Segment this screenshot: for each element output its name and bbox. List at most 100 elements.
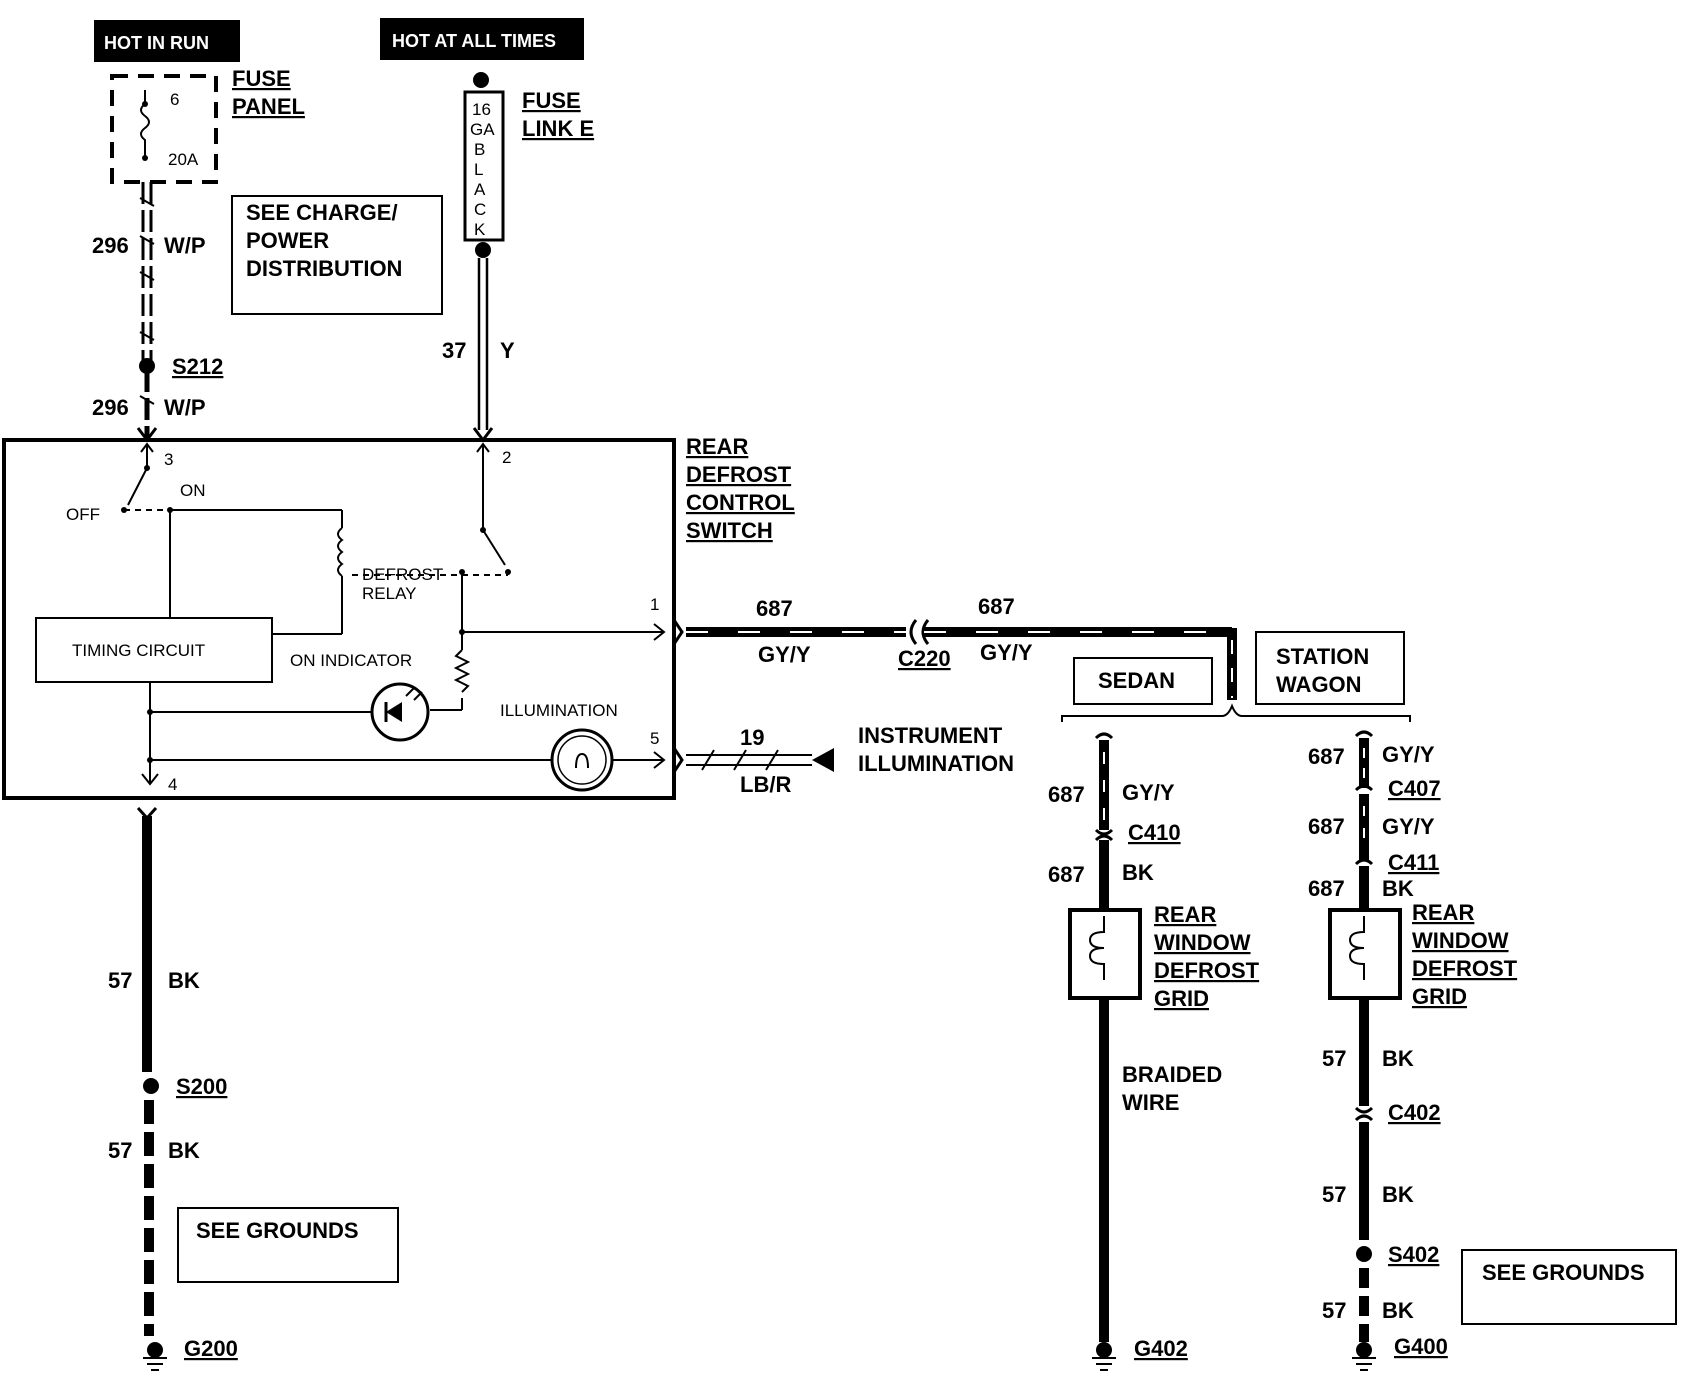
sedan-grid-3: DEFROST (1154, 958, 1260, 983)
sedan-wire-1-color: GY/Y (1122, 780, 1175, 805)
svg-text:20A: 20A (168, 150, 199, 169)
wagon-connector-c407: C407 (1388, 776, 1441, 801)
fuse-panel: 6 20A (110, 74, 218, 184)
wire-57-lower-color: BK (168, 1138, 200, 1163)
svg-text:16: 16 (472, 100, 491, 119)
svg-text:GA: GA (470, 120, 495, 139)
sedan-wire-2-number: 687 (1048, 862, 1085, 887)
splice-s212-dot (139, 358, 155, 374)
wire-57-upper-color: BK (168, 968, 200, 993)
wagon-wire-4-number: 57 (1322, 1046, 1346, 1071)
wagon-ground-g400: G400 (1394, 1334, 1448, 1359)
sedan-wire (1068, 732, 1142, 1371)
svg-text:C: C (474, 200, 486, 219)
see-grounds-right-box: SEE GROUNDS (1461, 1249, 1677, 1325)
instrument-illumination-1: INSTRUMENT (858, 723, 1003, 748)
instrument-illumination-2: ILLUMINATION (858, 751, 1014, 776)
wire-687-horizontal (672, 619, 1237, 700)
sedan-grid-4: GRID (1154, 986, 1209, 1011)
svg-text:DISTRIBUTION: DISTRIBUTION (246, 256, 402, 281)
wire-296 (139, 182, 155, 440)
svg-text:DEFROST: DEFROST (362, 565, 443, 584)
wire-37-color: Y (500, 338, 515, 363)
sedan-ground-g402: G402 (1134, 1336, 1188, 1361)
svg-text:5: 5 (650, 729, 659, 748)
wagon-wire-1-number: 687 (1308, 744, 1345, 769)
svg-text:SEE GROUNDS: SEE GROUNDS (196, 1218, 359, 1243)
sedan-grid-2: WINDOW (1154, 930, 1251, 955)
svg-text:A: A (474, 180, 486, 199)
wagon-wire-3-number: 687 (1308, 876, 1345, 901)
svg-text:OFF: OFF (66, 505, 100, 524)
wagon-wire-3-color: BK (1382, 876, 1414, 901)
svg-text:ILLUMINATION: ILLUMINATION (500, 701, 618, 720)
svg-text:RELAY: RELAY (362, 584, 417, 603)
fuse-panel-label-1: FUSE (232, 66, 291, 91)
svg-text:TIMING CIRCUIT: TIMING CIRCUIT (72, 641, 205, 660)
wire-687-right-number: 687 (978, 594, 1015, 619)
wire-19-number: 19 (740, 725, 764, 750)
svg-text:L: L (474, 160, 483, 179)
svg-text:ON INDICATOR: ON INDICATOR (290, 651, 412, 670)
wagon-wire-5-number: 57 (1322, 1182, 1346, 1207)
sedan-connector-c410: C410 (1128, 820, 1181, 845)
svg-text:B: B (474, 140, 485, 159)
svg-text:WAGON: WAGON (1276, 672, 1362, 697)
wagon-connector-c402: C402 (1388, 1100, 1441, 1125)
svg-text:6: 6 (170, 90, 179, 109)
wire-19 (672, 747, 834, 773)
splice-s200-label: S200 (176, 1074, 227, 1099)
sedan-braided-1: BRAIDED (1122, 1062, 1222, 1087)
wagon-grid-1: REAR (1412, 900, 1474, 925)
fuse-link-label-2: LINK E (522, 116, 594, 141)
station-wagon-label-box: STATION WAGON (1255, 631, 1405, 705)
svg-text:SEDAN: SEDAN (1098, 668, 1175, 693)
svg-text:K: K (474, 220, 486, 239)
variant-bracket (1061, 703, 1411, 722)
wire-296-lower-number: 296 (92, 395, 129, 420)
sedan-grid-1: REAR (1154, 902, 1216, 927)
wagon-grid-3: DEFROST (1412, 956, 1518, 981)
hot-in-run-label: HOT IN RUN (94, 20, 240, 62)
wire-19-color: LB/R (740, 772, 791, 797)
wire-296-lower-color: W/P (164, 395, 206, 420)
wagon-wire-6-number: 57 (1322, 1298, 1346, 1323)
svg-text:SEE GROUNDS: SEE GROUNDS (1482, 1260, 1645, 1285)
wagon-wire-1-color: GY/Y (1382, 742, 1435, 767)
wire-687-left-color: GY/Y (758, 642, 811, 667)
svg-text:ON: ON (180, 481, 206, 500)
see-grounds-left-box: SEE GROUNDS (177, 1207, 399, 1283)
sedan-wire-2-color: BK (1122, 860, 1154, 885)
wire-57-lower-number: 57 (108, 1138, 132, 1163)
wire-296-upper-number: 296 (92, 233, 129, 258)
hot-at-all-times-label: HOT AT ALL TIMES (380, 18, 584, 60)
splice-s212-label: S212 (172, 354, 223, 379)
sedan-braided-2: WIRE (1122, 1090, 1179, 1115)
svg-text:4: 4 (168, 775, 177, 794)
svg-text:STATION: STATION (1276, 644, 1369, 669)
wagon-grid-2: WINDOW (1412, 928, 1509, 953)
svg-text:POWER: POWER (246, 228, 329, 253)
wire-57-upper-number: 57 (108, 968, 132, 993)
sedan-wire-1-number: 687 (1048, 782, 1085, 807)
wire-57-left (136, 806, 167, 1371)
wagon-splice-s402: S402 (1388, 1242, 1439, 1267)
wire-37-number: 37 (442, 338, 466, 363)
switch-title-2: DEFROST (686, 462, 792, 487)
wire-687-right-color: GY/Y (980, 640, 1033, 665)
rear-defrost-control-switch: 3 2 OFF ON DEFROST RELAY 1 (2, 427, 676, 800)
svg-text:HOT IN RUN: HOT IN RUN (104, 33, 209, 53)
wagon-wire-4-color: BK (1382, 1046, 1414, 1071)
switch-title-3: CONTROL (686, 490, 795, 515)
svg-text:1: 1 (650, 595, 659, 614)
wagon-wire (1328, 730, 1402, 1371)
wagon-wire-5-color: BK (1382, 1182, 1414, 1207)
see-charge-box: SEE CHARGE/ POWER DISTRIBUTION (231, 195, 443, 315)
wire-296-upper-color: W/P (164, 233, 206, 258)
wire-687-left-number: 687 (756, 596, 793, 621)
wagon-connector-c411: C411 (1388, 850, 1439, 875)
ground-g200-label: G200 (184, 1336, 238, 1361)
svg-text:3: 3 (164, 450, 173, 469)
fuse-panel-label-2: PANEL (232, 94, 305, 119)
